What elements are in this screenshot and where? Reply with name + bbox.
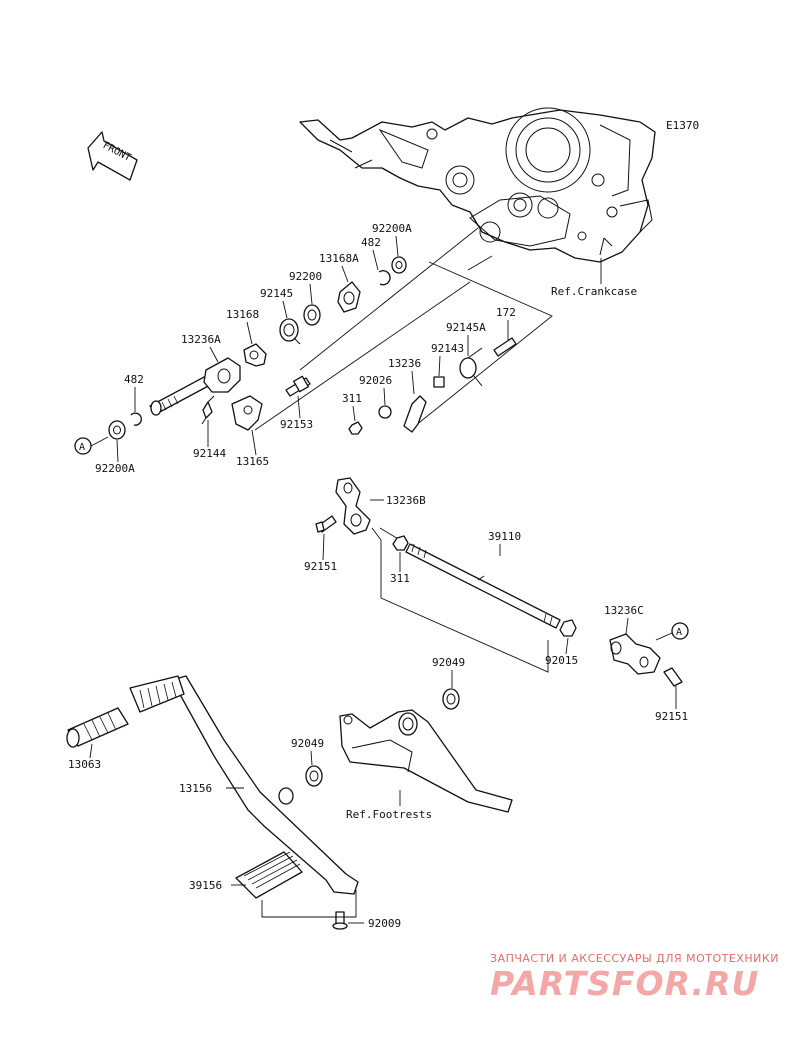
bolt-92151-lower xyxy=(663,667,683,687)
part-label: 13063 xyxy=(68,758,101,771)
shift-arm-13165 xyxy=(231,395,263,431)
assembly-line-1 xyxy=(254,281,471,431)
watermark: ЗАПЧАСТИ И АКСЕССУАРЫ ДЛЯ МОТОТЕХНИКИ PA… xyxy=(490,952,779,1003)
part-label: 92200 xyxy=(289,270,322,283)
ref-crankcase-label: Ref.Crankcase xyxy=(551,285,637,298)
part-label: 92200A xyxy=(95,462,135,475)
footrest-bracket xyxy=(339,709,513,813)
assembly-line-2 xyxy=(409,261,553,431)
part-label: 13236C xyxy=(604,604,644,617)
spring-92145a xyxy=(459,347,483,387)
link-13236 xyxy=(403,395,427,433)
part-label: 92151 xyxy=(655,710,688,723)
circlip-482-lower xyxy=(130,412,142,426)
bolt-92151-upper xyxy=(315,515,337,533)
part-label: 92009 xyxy=(368,917,401,930)
washer-92200 xyxy=(303,304,321,326)
front-direction-arrow: FRONT xyxy=(87,131,138,181)
part-label: 13236 xyxy=(388,357,421,370)
part-label: 13236A xyxy=(181,333,221,346)
part-label: 92153 xyxy=(280,418,313,431)
part-label: 13168A xyxy=(319,252,359,265)
part-label: 13165 xyxy=(236,455,269,468)
ref-footrests-label: Ref.Footrests xyxy=(346,808,432,821)
connector-a-right: A xyxy=(655,622,689,641)
part-label: 92143 xyxy=(431,342,464,355)
spring-92144 xyxy=(201,395,215,425)
watermark-line1: ЗАПЧАСТИ И АКСЕССУАРЫ ДЛЯ МОТОТЕХНИКИ xyxy=(490,952,779,965)
watermark-line2: PARTSFOR.RU xyxy=(490,964,759,1003)
crankcase-illustration xyxy=(299,107,656,263)
part-label: 311 xyxy=(342,392,362,405)
bolt-92153 xyxy=(285,375,311,397)
svg-text:A: A xyxy=(79,442,85,453)
shift-pedal-13156 xyxy=(129,675,359,895)
nut-92015 xyxy=(559,619,577,637)
diagram-code: E1370 xyxy=(666,119,699,132)
nut-311-rod xyxy=(392,535,409,551)
part-label: 92144 xyxy=(193,447,226,460)
rubber-peg-13063 xyxy=(66,707,129,748)
assembly-line-4 xyxy=(371,527,549,673)
screw-92009 xyxy=(332,911,348,930)
assembly-line-5 xyxy=(261,890,357,918)
part-label: 13168 xyxy=(226,308,259,321)
circlip-482-upper xyxy=(378,270,391,286)
part-label: 92049 xyxy=(291,737,324,750)
part-labels: 92200A 482 13168A 92200 92145 13168 1323… xyxy=(68,222,688,930)
rod-end-13236b xyxy=(335,477,371,535)
plate-13168 xyxy=(243,343,267,367)
part-label: 482 xyxy=(361,236,381,249)
part-label: 482 xyxy=(124,373,144,386)
part-label: 13156 xyxy=(179,782,212,795)
collar-13168a xyxy=(337,281,361,313)
leader-lines xyxy=(89,235,677,924)
svg-text:A: A xyxy=(676,627,682,638)
part-label: 39156 xyxy=(189,879,222,892)
shift-shaft-13236a xyxy=(149,357,241,416)
collar-92143 xyxy=(433,376,445,388)
connector-a-left: A xyxy=(74,436,109,455)
part-label: 92015 xyxy=(545,654,578,667)
spacer-92026 xyxy=(378,405,392,419)
pin-172 xyxy=(493,337,517,357)
part-label: 13236B xyxy=(386,494,426,507)
washer-92049-upper xyxy=(442,688,460,710)
rod-39110 xyxy=(405,543,561,629)
washer-92200a-lower xyxy=(108,420,126,440)
nut-311-upper xyxy=(348,421,363,435)
part-label: 92145A xyxy=(446,321,486,334)
washer-92200a-upper xyxy=(391,256,407,274)
rod-end-13236c xyxy=(609,633,661,675)
part-label: 92145 xyxy=(260,287,293,300)
washer-92049-lower xyxy=(305,765,323,787)
part-label: 172 xyxy=(496,306,516,319)
part-label: 39110 xyxy=(488,530,521,543)
assembly-line-3 xyxy=(299,227,479,371)
pedal-pad-39156 xyxy=(235,851,303,899)
part-label: 92151 xyxy=(304,560,337,573)
part-label: 311 xyxy=(390,572,410,585)
part-label: 92049 xyxy=(432,656,465,669)
part-label: 92026 xyxy=(359,374,392,387)
spring-92145 xyxy=(279,318,301,345)
part-label: 92200A xyxy=(372,222,412,235)
